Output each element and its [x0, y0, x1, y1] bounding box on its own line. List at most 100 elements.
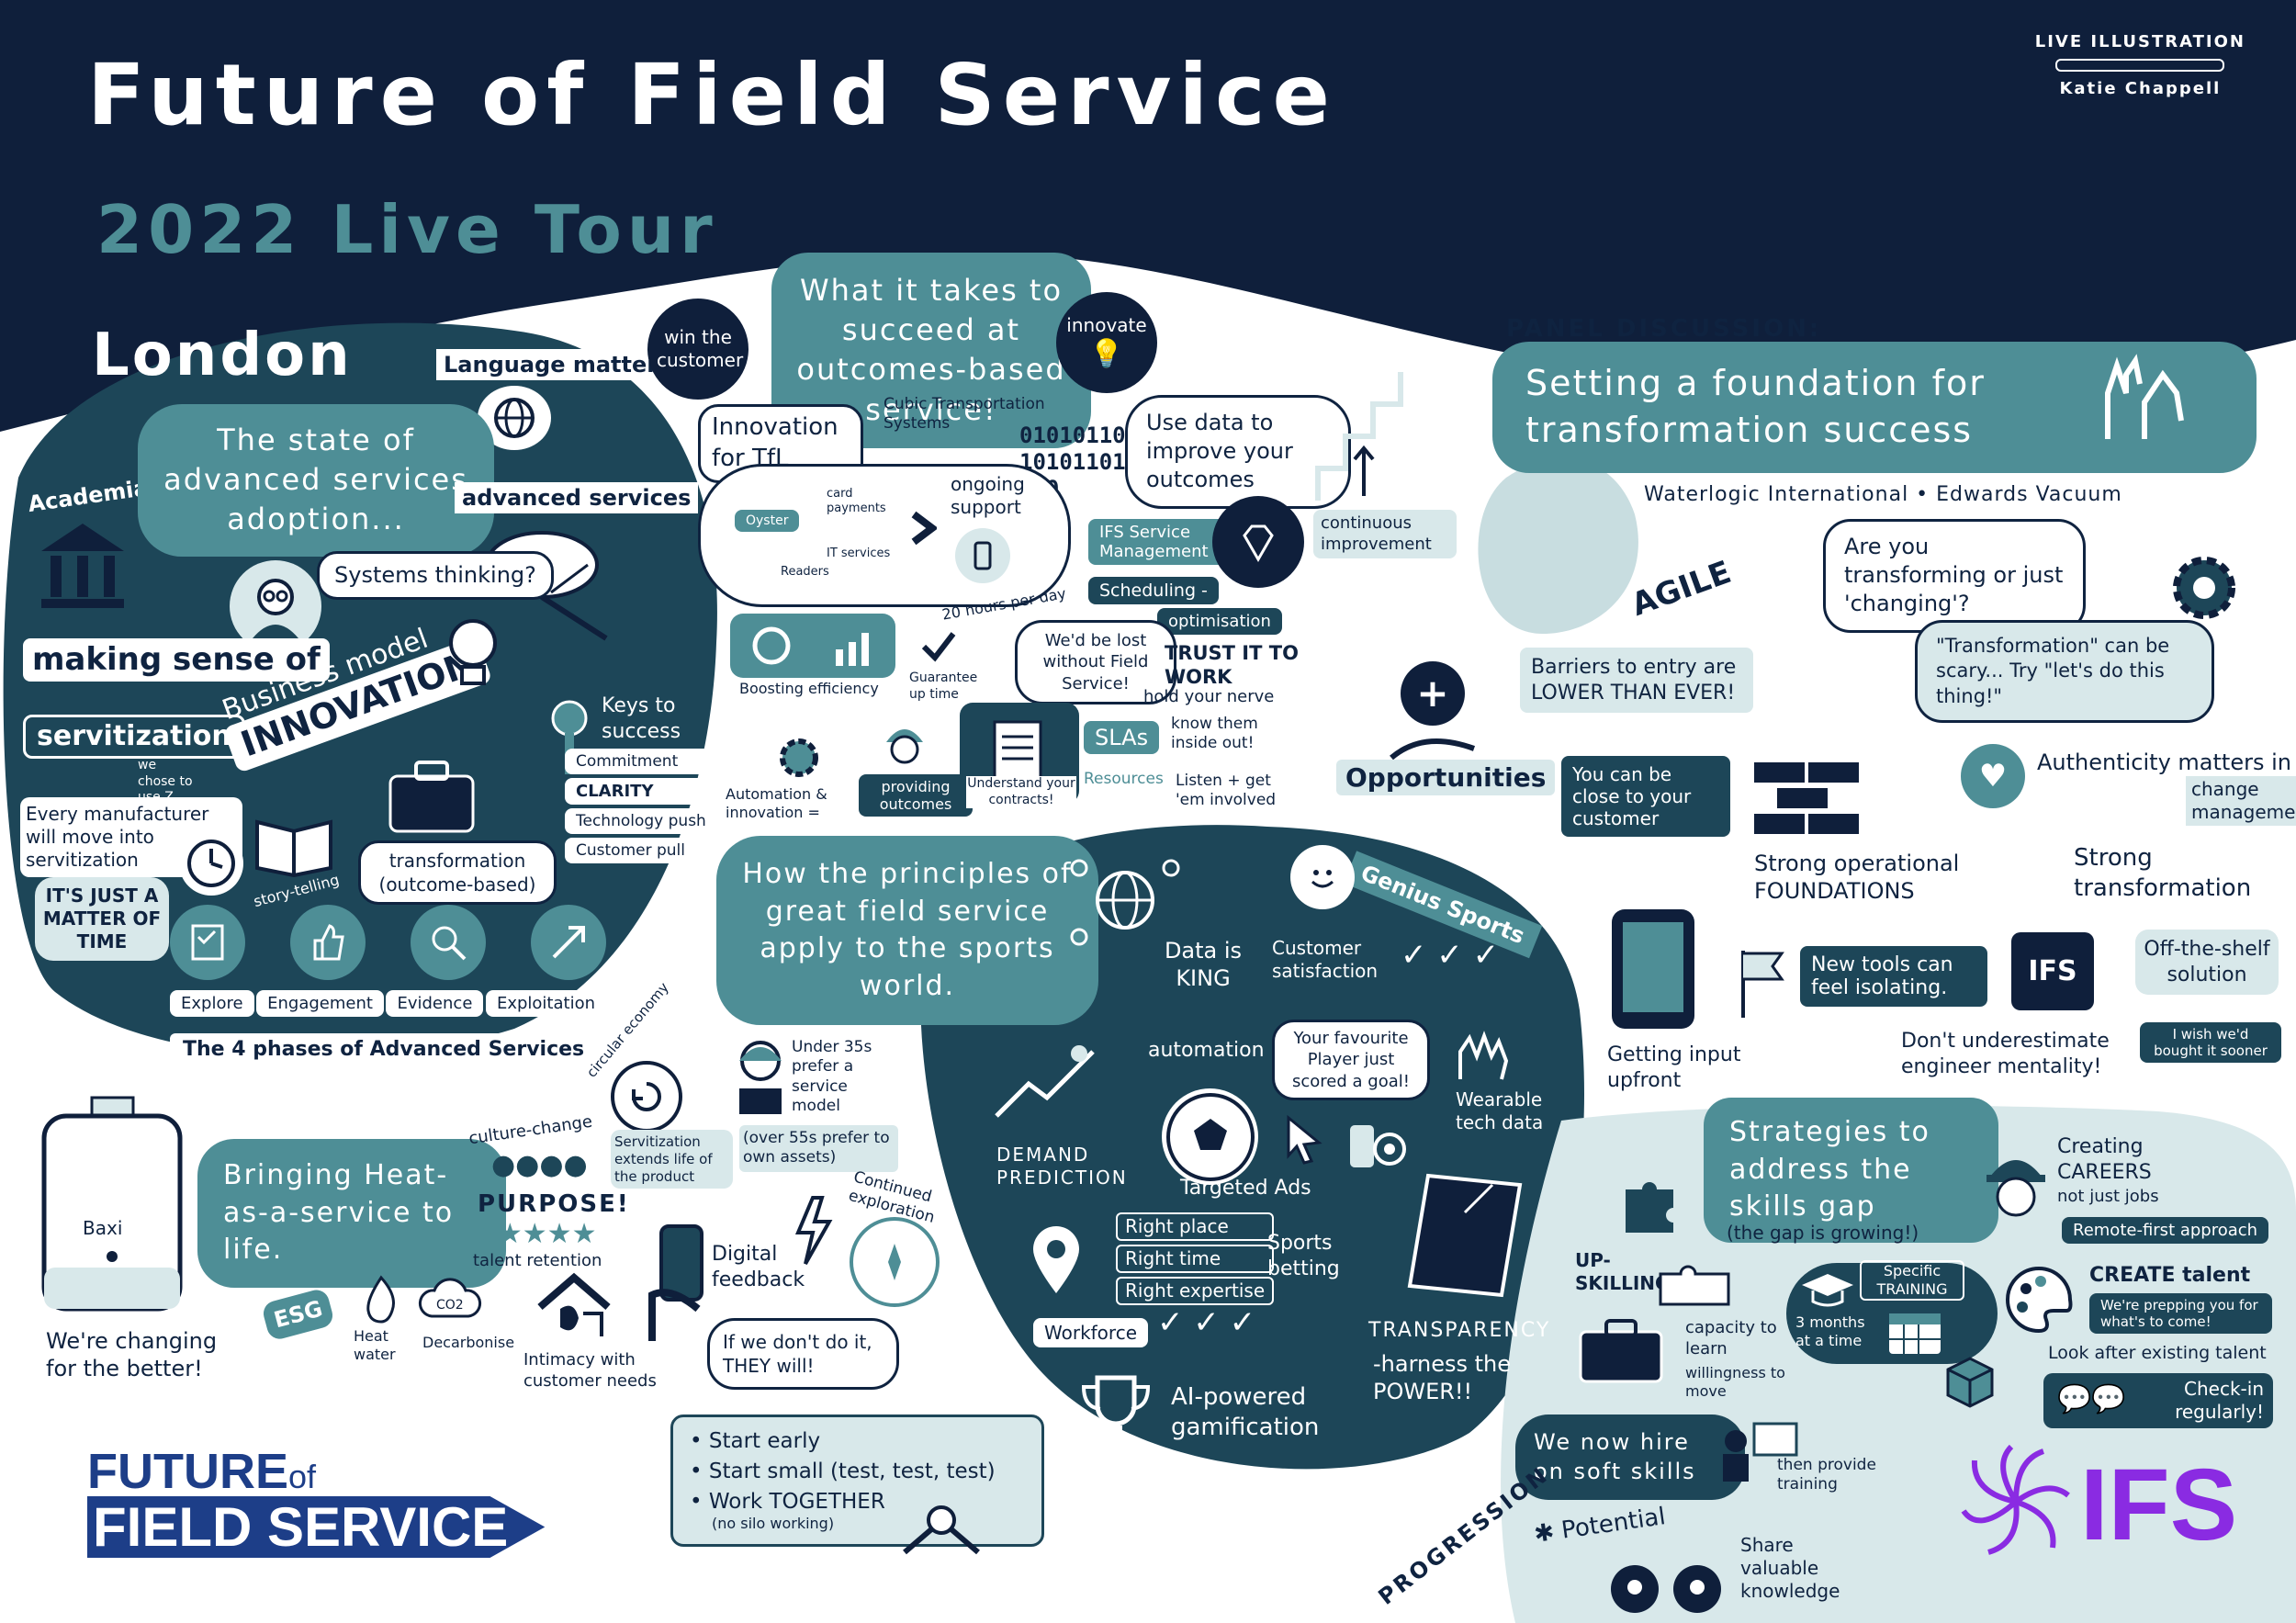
- illustrator-credit: LIVE ILLUSTRATION Katie Chappell: [2035, 32, 2245, 98]
- demand-label: DEMAND PREDICTION: [996, 1144, 1128, 1189]
- innovate-label: innovate: [1066, 313, 1147, 336]
- right-time: Right time: [1116, 1245, 1275, 1273]
- off-shelf-box: Off-the-shelf solution: [2135, 930, 2279, 995]
- language-label: Language matters: [436, 349, 679, 380]
- bulb-icon: 💡: [1089, 337, 1124, 370]
- capacity-label: capacity to learn: [1685, 1318, 1777, 1358]
- co2-text: CO2: [436, 1298, 464, 1313]
- stairs-icon: [1313, 367, 1424, 505]
- trend-chart-icon: [992, 1038, 1102, 1130]
- network-globe-icon: [1065, 850, 1185, 951]
- rubiks-cube-icon: [1938, 1350, 2002, 1414]
- opportunities-label: Opportunities: [1336, 760, 1556, 795]
- wish-tag: I wish we'd bought it sooner: [2140, 1022, 2281, 1063]
- key-item: Technology push: [565, 808, 717, 834]
- betting-label: Sports betting: [1267, 1232, 1340, 1280]
- barriers-box: Barriers to entry are LOWER THAN EVER!: [1520, 648, 1753, 713]
- tip-text: Work TOGETHER: [708, 1489, 885, 1514]
- calendar-icon: [1883, 1304, 1947, 1359]
- phase-label: Exploitation: [485, 990, 606, 1017]
- succeed-bubble: What it takes to succeed at outcomes-bas…: [771, 253, 1091, 448]
- card-payments-label: card payments: [827, 487, 886, 516]
- guarantee-label: Guarantee up time: [909, 671, 978, 702]
- hand-phone-icon-large: [643, 1222, 716, 1341]
- thumbs-up-icon: [290, 905, 366, 980]
- diamond-bulb-icon: [1212, 496, 1304, 588]
- magnifier-icon: [411, 905, 486, 980]
- checklist-icon: [170, 905, 245, 980]
- new-tools-tag: New tools can feel isolating.: [1800, 946, 1987, 1007]
- tfl-cloud: [698, 464, 1071, 607]
- puzzle-outline-icon: [1653, 1258, 1736, 1313]
- automation-label: automation: [1148, 1039, 1265, 1062]
- right-list: Right place Right time Right expertise: [1116, 1212, 1275, 1305]
- hand-phone-icon: [955, 528, 1010, 583]
- workforce-tag: Workforce: [1033, 1318, 1149, 1347]
- briefcase-icon: [381, 753, 482, 836]
- flag-icon: [1736, 946, 1791, 1020]
- check-in-label: Check-in regularly!: [2175, 1378, 2264, 1423]
- satisfaction-label: Customer satisfaction: [1272, 937, 1379, 982]
- change-mgmt-label: change management: [2186, 776, 2296, 826]
- logo-of-text: of: [287, 1458, 317, 1495]
- companies-label: Waterlogic International • Edwards Vacuu…: [1644, 483, 2122, 506]
- harness-label: -harness the POWER!!: [1373, 1351, 1512, 1404]
- ifs-box: IFS: [2011, 932, 2094, 1010]
- puzzle-icon: [1616, 1167, 1690, 1240]
- right-expertise: Right expertise: [1116, 1277, 1275, 1305]
- tip-item: • Start small (test, test, test): [690, 1459, 996, 1483]
- sports-bubble: How the principles of great field servic…: [716, 836, 1098, 1025]
- credit-name: Katie Chappell: [2059, 79, 2222, 98]
- check-icon: [918, 626, 959, 667]
- keys-list: Commitment CLARITY Technology push Custo…: [565, 749, 717, 863]
- phases-title: The 4 phases of Advanced Services: [170, 1033, 598, 1066]
- willingness-label: willingness to move: [1685, 1364, 1785, 1400]
- location-pin-icon: [1024, 1217, 1088, 1300]
- check-marks: ✓ ✓ ✓: [1401, 937, 1500, 974]
- talent-retention-label: talent retention: [473, 1251, 602, 1270]
- specific-training-label: Specific TRAINING: [1860, 1260, 1964, 1301]
- tip-item: • Work TOGETHER: [690, 1489, 885, 1514]
- smiley-icon: [1290, 845, 1355, 909]
- use-data-cloud: Use data to improve your outcomes: [1125, 395, 1351, 509]
- flame-icon: [358, 1272, 404, 1327]
- hardhat-worker-icon: [1979, 1144, 2053, 1226]
- scheduling-tag: Scheduling -: [1088, 577, 1219, 604]
- ai-label: AI-powered gamification: [1171, 1383, 1320, 1441]
- it-services-label: IT services: [827, 547, 891, 560]
- chat-bubbles-icon: 💬💬: [2057, 1383, 2126, 1415]
- cubic-label: Cubic Transportation Systems: [884, 395, 1045, 434]
- right-place: Right place: [1116, 1212, 1275, 1241]
- share-knowledge-label: Share valuable knowledge: [1740, 1534, 1840, 1602]
- logo-future-text: FUTURE: [87, 1444, 288, 1499]
- page-title: Future of Field Service: [87, 46, 1337, 144]
- book-icon: [253, 808, 335, 882]
- skills-bubble: Strategies to address the skills gap: [1704, 1098, 1998, 1243]
- creating-careers-label: Creating CAREERS: [2057, 1135, 2152, 1184]
- upskilling-label: UP-SKILLING: [1575, 1249, 1671, 1294]
- workforce-checks: ✓ ✓ ✓: [1157, 1304, 1256, 1341]
- digital-feedback-label: Digital feedback: [712, 1243, 805, 1291]
- football-icon: [1162, 1088, 1258, 1185]
- scary-bubble: "Transformation" can be scary... Try "le…: [1915, 620, 2214, 723]
- phase-label: Evidence: [386, 990, 484, 1017]
- transparency-label: TRANSPARENCY: [1368, 1319, 1551, 1342]
- purpose-label: PURPOSE!: [478, 1190, 630, 1218]
- logo-field-service-text: FIELD SERVICE: [87, 1496, 546, 1558]
- create-talent-label: CREATE talent: [2089, 1264, 2251, 1287]
- systems-thinking-bubble: Systems thinking?: [317, 551, 554, 601]
- wearable-hand-icon: [1451, 1029, 1515, 1084]
- arrow-up-icon: [531, 905, 606, 980]
- future-of-field-service-logo: FUTUREof FIELD SERVICE: [87, 1444, 546, 1558]
- trust-label: TRUST IT TO WORK: [1165, 642, 1299, 689]
- continuous-label: continuous improvement: [1313, 510, 1457, 558]
- chevron-right-icon: [905, 505, 941, 551]
- targeted-ads-label: Targeted Ads: [1180, 1177, 1311, 1200]
- gap-growing-label: (the gap is growing!): [1727, 1222, 1919, 1244]
- tip-text: Start early: [708, 1429, 821, 1453]
- boosting-label: Boosting efficiency: [739, 680, 879, 697]
- no-silo-note: (no silo working): [712, 1515, 835, 1533]
- hand-icon: [1387, 716, 1479, 772]
- fist-bump-icon: [900, 1488, 983, 1561]
- bricks-icon: [1750, 753, 1869, 845]
